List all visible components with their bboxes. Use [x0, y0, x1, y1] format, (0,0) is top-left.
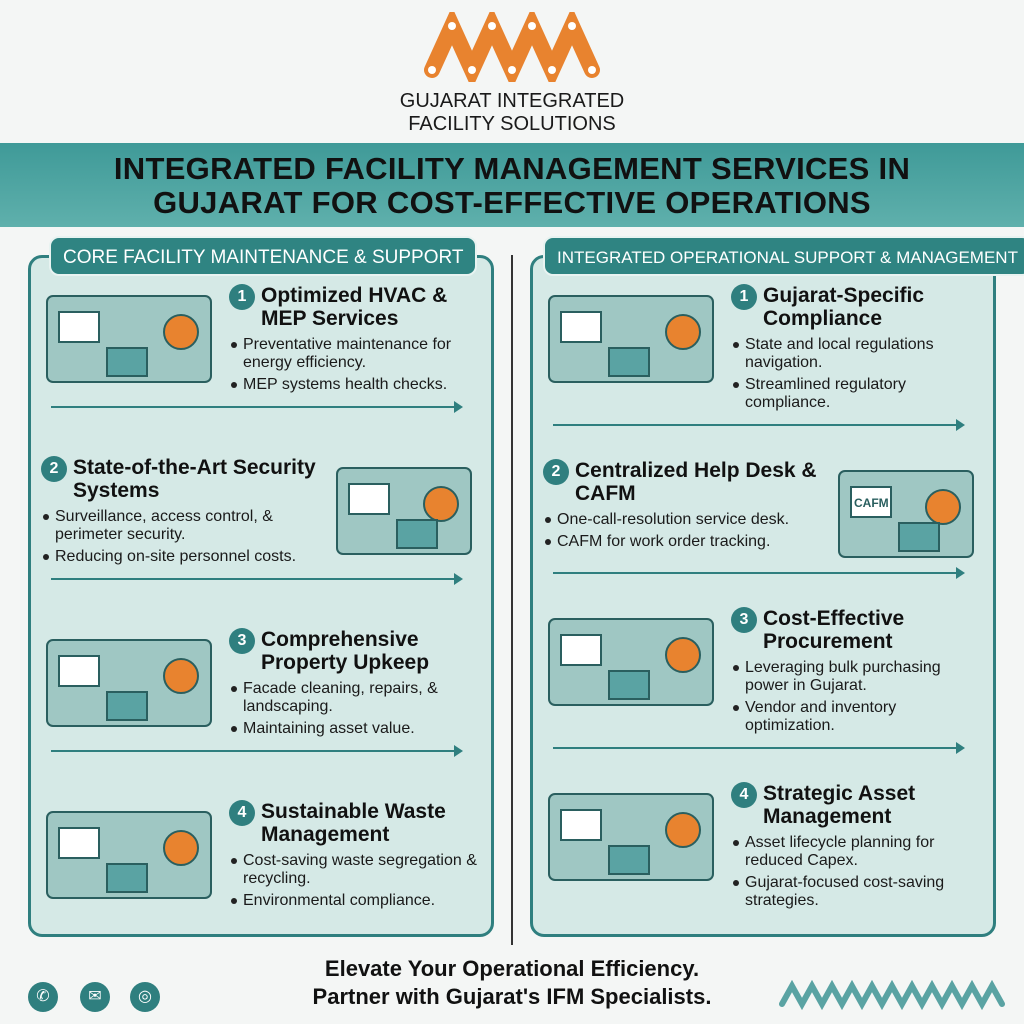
cafm-screen-label: CAFM [854, 496, 889, 510]
section-text: 2 Centralized Help Desk & CAFM One-call-… [543, 459, 825, 555]
section-number: 3 [229, 628, 255, 654]
section-bullets: Leveraging bulk purchasing power in Guja… [731, 659, 983, 735]
section-number: 2 [41, 456, 67, 482]
left-section-3: 3 Comprehensive Property Upkeep Facade c… [41, 628, 481, 757]
bullet-item: Preventative maintenance for energy effi… [229, 336, 481, 372]
right-panel-title: INTEGRATED OPERATIONAL SUPPORT & MANAGEM… [543, 236, 1024, 276]
mail-icon[interactable]: ✉ [80, 982, 110, 1012]
section-bullets: Preventative maintenance for energy effi… [229, 336, 481, 394]
globe-icon[interactable]: ◎ [130, 982, 160, 1012]
brand-logo [424, 12, 600, 82]
section-text: 1 Optimized HVAC & MEP Services Preventa… [229, 284, 481, 398]
brand-line-1: GUJARAT INTEGRATED [399, 90, 625, 112]
section-heading: State-of-the-Art Security Systems [73, 456, 316, 502]
phone-icon[interactable]: ✆ [28, 982, 58, 1012]
section-text: 4 Strategic Asset Management Asset lifec… [731, 782, 983, 914]
section-divider-arrow [51, 401, 463, 413]
section-text: 4 Sustainable Waste Management Cost-savi… [229, 800, 481, 914]
section-number: 3 [731, 607, 757, 633]
bullet-item: Surveillance, access control, & perimete… [41, 508, 323, 544]
section-heading-row: 4 Strategic Asset Management [731, 782, 983, 828]
section-bullets: One-call-resolution service desk. CAFM fo… [543, 511, 825, 551]
section-heading: Centralized Help Desk & CAFM [575, 459, 817, 505]
bullet-item: Leveraging bulk purchasing power in Guja… [731, 659, 983, 695]
cta-line-2: Partner with Gujarat's IFM Specialists. [312, 984, 712, 1009]
section-heading-row: 3 Comprehensive Property Upkeep [229, 628, 481, 674]
section-heading-row: 1 Gujarat-Specific Compliance [731, 284, 983, 330]
cafm-help-desk-illustration: CAFM [838, 470, 974, 558]
page-title: INTEGRATED FACILITY MANAGEMENT SERVICES … [0, 143, 1024, 227]
footer-chain-logo [779, 980, 1005, 1010]
title-line-1: INTEGRATED FACILITY MANAGEMENT SERVICES … [113, 151, 911, 186]
section-divider-arrow [553, 567, 965, 579]
security-guard-illustration [336, 467, 472, 555]
right-section-2: 2 Centralized Help Desk & CAFM One-call-… [543, 459, 983, 579]
bullet-item: MEP systems health checks. [229, 376, 481, 394]
building-upkeep-illustration [46, 639, 212, 727]
bullet-item: Facade cleaning, repairs, & landscaping. [229, 680, 481, 716]
gujarat-map-documents-illustration [548, 295, 714, 383]
section-number: 4 [229, 800, 255, 826]
right-panel: INTEGRATED OPERATIONAL SUPPORT & MANAGEM… [530, 236, 1024, 937]
section-bullets: Facade cleaning, repairs, & landscaping.… [229, 680, 481, 738]
brand-line-2: FACILITY SOLUTIONS [408, 113, 616, 135]
column-divider [511, 255, 513, 945]
section-heading: Comprehensive Property Upkeep [261, 628, 430, 674]
section-heading-row: 4 Sustainable Waste Management [229, 800, 481, 846]
section-bullets: State and local regulations navigation. S… [731, 336, 983, 412]
section-number: 2 [543, 459, 569, 485]
section-heading-row: 2 State-of-the-Art Security Systems [41, 456, 323, 502]
section-text: 2 State-of-the-Art Security Systems Surv… [41, 456, 323, 570]
left-panel-title: CORE FACILITY MAINTENANCE & SUPPORT [49, 236, 478, 276]
bullet-item: State and local regulations navigation. [731, 336, 983, 372]
section-divider-arrow [51, 573, 463, 585]
section-number: 1 [229, 284, 255, 310]
bullet-item: Vendor and inventory optimization. [731, 699, 983, 735]
section-text: 3 Comprehensive Property Upkeep Facade c… [229, 628, 481, 742]
section-bullets: Asset lifecycle planning for reduced Cap… [731, 834, 983, 910]
section-bullets: Surveillance, access control, & perimete… [41, 508, 323, 566]
title-line-2: GUJARAT FOR COST-EFFECTIVE OPERATIONS [153, 185, 871, 220]
section-number: 4 [731, 782, 757, 808]
bullet-item: Environmental compliance. [229, 892, 481, 910]
bullet-item: Cost-saving waste segregation & recyclin… [229, 852, 481, 888]
section-divider-arrow [553, 419, 965, 431]
bullet-item: Reducing on-site personnel costs. [41, 548, 323, 566]
cta-line-1: Elevate Your Operational Efficiency. [324, 956, 700, 981]
section-divider-arrow [51, 745, 463, 757]
section-bullets: Cost-saving waste segregation & recyclin… [229, 852, 481, 910]
section-text: 3 Cost-Effective Procurement Leveraging … [731, 607, 983, 739]
section-heading: Cost-Effective Procurement [763, 607, 905, 653]
right-section-1: 1 Gujarat-Specific Compliance State and … [543, 284, 983, 431]
waste-bins-illustration [46, 811, 212, 899]
left-section-1: 1 Optimized HVAC & MEP Services Preventa… [41, 284, 481, 413]
bullet-item: Gujarat-focused cost-saving strategies. [731, 874, 983, 910]
procurement-warehouse-illustration [548, 618, 714, 706]
section-heading: Optimized HVAC & MEP Services [261, 284, 448, 330]
left-section-2: 2 State-of-the-Art Security Systems Surv… [41, 456, 481, 585]
bullet-item: Asset lifecycle planning for reduced Cap… [731, 834, 983, 870]
right-section-4: 4 Strategic Asset Management Asset lifec… [543, 782, 983, 928]
section-text: 1 Gujarat-Specific Compliance State and … [731, 284, 983, 416]
call-to-action: Elevate Your Operational Efficiency. Part… [0, 955, 1024, 1011]
section-heading: Sustainable Waste Management [261, 800, 446, 846]
left-panel: CORE FACILITY MAINTENANCE & SUPPORT 1 Op… [28, 236, 494, 937]
section-heading-row: 3 Cost-Effective Procurement [731, 607, 983, 653]
hvac-technicians-illustration [46, 295, 212, 383]
asset-growth-illustration [548, 793, 714, 881]
section-heading: Gujarat-Specific Compliance [763, 284, 925, 330]
section-heading-row: 1 Optimized HVAC & MEP Services [229, 284, 481, 330]
section-number: 1 [731, 284, 757, 310]
bullet-item: One-call-resolution service desk. [543, 511, 825, 529]
section-heading: Strategic Asset Management [763, 782, 916, 828]
bullet-item: Streamlined regulatory compliance. [731, 376, 983, 412]
bullet-item: Maintaining asset value. [229, 720, 481, 738]
right-section-3: 3 Cost-Effective Procurement Leveraging … [543, 607, 983, 754]
section-heading-row: 2 Centralized Help Desk & CAFM [543, 459, 825, 505]
left-section-4: 4 Sustainable Waste Management Cost-savi… [41, 800, 481, 928]
section-divider-arrow [553, 742, 965, 754]
bullet-item: CAFM for work order tracking. [543, 533, 825, 551]
